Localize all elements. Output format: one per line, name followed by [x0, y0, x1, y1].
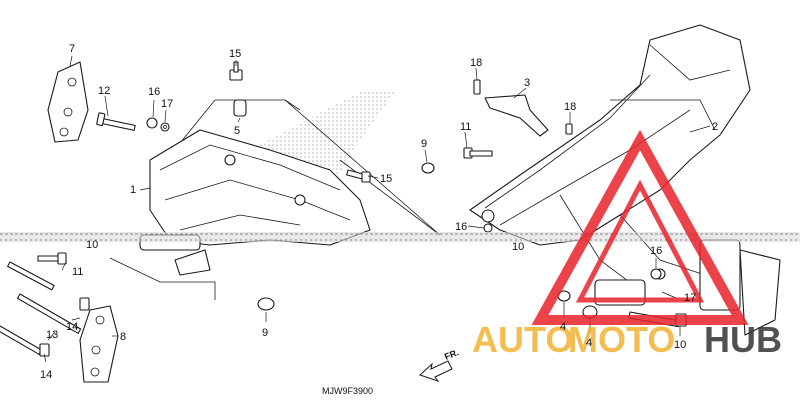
watermark-text-auto: AUTO — [472, 319, 573, 360]
callout-4-a: 4 — [560, 321, 566, 333]
front-frame-part-1 — [139, 129, 371, 276]
main-frame-part-2 — [469, 24, 781, 336]
nut-part-16-mid — [483, 223, 493, 233]
bolt-part-14-lower — [0, 325, 50, 357]
screw-part-18-a — [473, 79, 481, 95]
watermark-triangle — [531, 129, 749, 325]
watermark-inner-triangle — [575, 179, 705, 303]
bolt-part-12 — [96, 112, 136, 131]
callout-11-upper: 11 — [460, 121, 471, 133]
bracket-part-7 — [47, 61, 89, 143]
callout-15-upper: 15 — [229, 48, 241, 60]
bracket-part-3 — [484, 94, 549, 137]
bolt-part-11-lower — [37, 252, 67, 265]
callout-4-b: 4 — [586, 337, 592, 349]
front-direction-arrow: FR. — [419, 347, 460, 382]
callout-17-lower: 17 — [684, 292, 696, 304]
callout-2: 2 — [712, 121, 718, 133]
callout-9-upper: 9 — [421, 138, 427, 150]
callout-8: 8 — [120, 331, 126, 343]
bolt-part-15-lower — [346, 169, 371, 183]
front-arrow-label: FR. — [443, 347, 460, 362]
arrow-icon — [419, 360, 453, 382]
callout-1: 1 — [130, 184, 136, 196]
watermark-text-moto: MOTO — [568, 319, 675, 360]
callout-10-left: 10 — [86, 239, 98, 251]
callout-16-upper: 16 — [148, 86, 160, 98]
watermark-text-hub: HUB — [704, 319, 782, 360]
leader-lines — [43, 55, 711, 363]
bolt-part-11-upper — [463, 147, 493, 159]
bracket-part-8 — [79, 305, 119, 383]
callout-15-lower: 15 — [380, 173, 392, 185]
bolt-part-13 — [16, 293, 90, 334]
callout-13: 13 — [46, 329, 58, 341]
callout-7: 7 — [69, 43, 75, 55]
washer-part-9-upper — [421, 162, 435, 174]
callout-5: 5 — [234, 125, 240, 137]
automotohub-watermark: AUTO MOTO HUB — [472, 129, 782, 360]
callout-17-upper: 17 — [161, 98, 173, 110]
bolt-part-15-upper — [229, 61, 243, 81]
callout-18-b: 18 — [564, 101, 576, 113]
callout-14-upper: 14 — [66, 321, 78, 333]
diagram-code: MJW9F3900 — [322, 386, 373, 396]
callout-16-mid: 16 — [455, 221, 467, 233]
callout-10-mid: 10 — [512, 241, 524, 253]
callout-18-a: 18 — [470, 57, 482, 69]
callout-numbers: 7 15 16 17 12 5 1 15 18 3 18 11 9 2 16 1… — [40, 43, 718, 381]
nut-part-16-lower — [650, 268, 662, 280]
callout-3: 3 — [524, 77, 530, 89]
bolt-part-14-upper — [7, 261, 55, 291]
nut-part-16-upper — [146, 117, 158, 129]
callout-10-right: 10 — [674, 339, 686, 351]
washer-part-9-lower — [257, 297, 275, 311]
collar-part-5 — [233, 99, 247, 117]
callout-11-lower: 11 — [72, 266, 83, 278]
break-band — [0, 232, 800, 242]
washer-part-17-upper — [160, 122, 170, 132]
screw-part-18-b — [565, 123, 573, 135]
callout-16-lower: 16 — [650, 245, 662, 257]
callout-12: 12 — [98, 85, 110, 97]
callout-14-lower: 14 — [40, 369, 52, 381]
callout-9-lower: 9 — [262, 327, 268, 339]
